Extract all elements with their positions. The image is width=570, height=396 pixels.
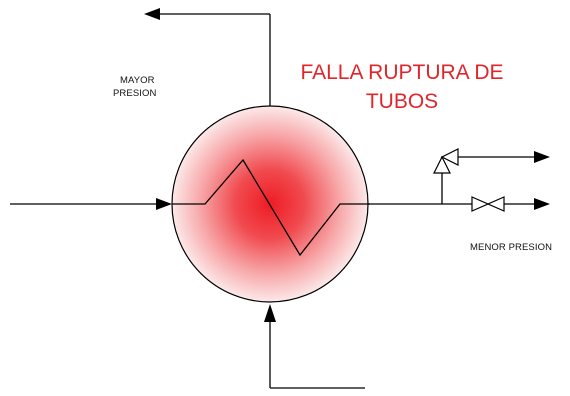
gate-valve-symbol <box>471 196 505 212</box>
title-line-2: TUBOS <box>366 90 438 113</box>
inlet-arrowhead <box>156 198 172 210</box>
bottom-inlet-arrowhead <box>264 304 276 322</box>
high-pressure-label-line-1: MAYOR <box>120 75 155 86</box>
low-pressure-label: MENOR PRESION <box>470 242 552 253</box>
relief-discharge-arrowhead <box>534 151 550 163</box>
title-line-1: FALLA RUPTURA DE <box>300 61 503 84</box>
right-outlet-arrowhead <box>534 198 550 210</box>
relief-valve-symbol <box>433 148 459 174</box>
tube-bundle-zigzag <box>172 158 370 257</box>
top-outlet-arrowhead <box>144 8 160 20</box>
high-pressure-label-line-2: PRESION <box>113 88 156 99</box>
